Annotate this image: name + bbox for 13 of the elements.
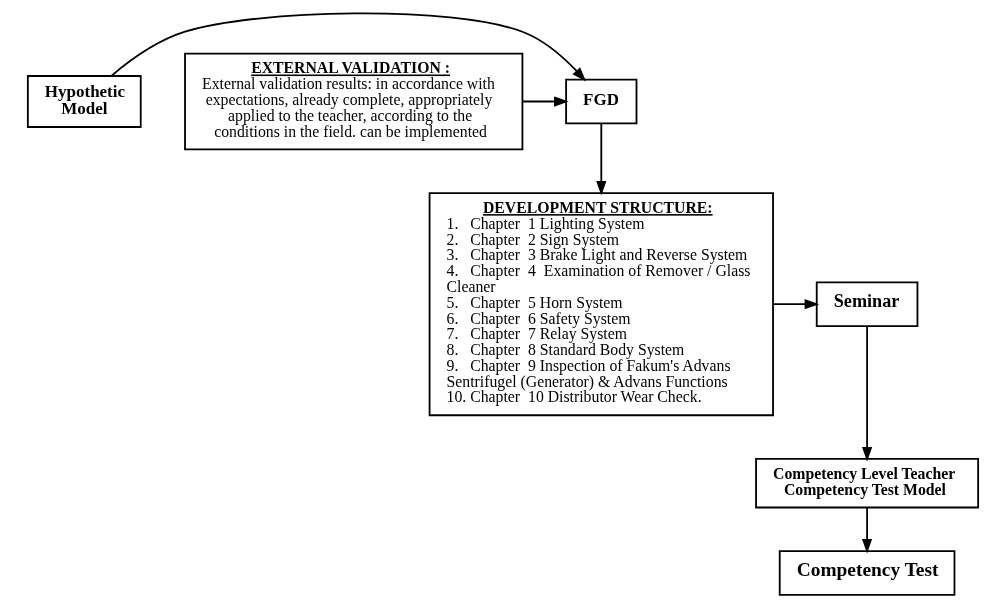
arrow bbox=[596, 122, 607, 196]
arrow bbox=[772, 299, 820, 310]
node-box: FGD bbox=[565, 78, 638, 125]
node-box: Seminar bbox=[815, 281, 919, 327]
node-box: DEVELOPMENT STRUCTURE: 1. Chapter 1 Lighting System 2. Chapter 2 Sign System 3. Chapter 3 Brake Light and Reverse System 4. Chapter 4 Examination of Remover / Glass Cleaner 5. Chapter 5 Horn System 6. Chapter 6 Safety System 7. Chapter 7 Relay System 8. Chapter 8 Standard Body System 9. Chapter 9 Inspection of Fakum's Advans Sentrifugel (Generator) & Advans Functions 10. Chapter 10 Distributor Wear Check. bbox=[428, 192, 774, 417]
arrow bbox=[110, 12, 587, 82]
node-box: EXTERNAL VALIDATION : External validation results: in accordance with expectations, already complete, appropriately applied to the teacher, according to the conditions in the field. can be implemented bbox=[184, 52, 524, 151]
arrow bbox=[862, 506, 873, 554]
node-box: Hypothetic Model bbox=[26, 75, 142, 128]
arrow bbox=[521, 96, 569, 107]
arrow bbox=[862, 325, 873, 462]
node-box: Competency Level Teacher Competency Test Model bbox=[755, 458, 980, 509]
node-box: Competency Test bbox=[778, 550, 956, 596]
